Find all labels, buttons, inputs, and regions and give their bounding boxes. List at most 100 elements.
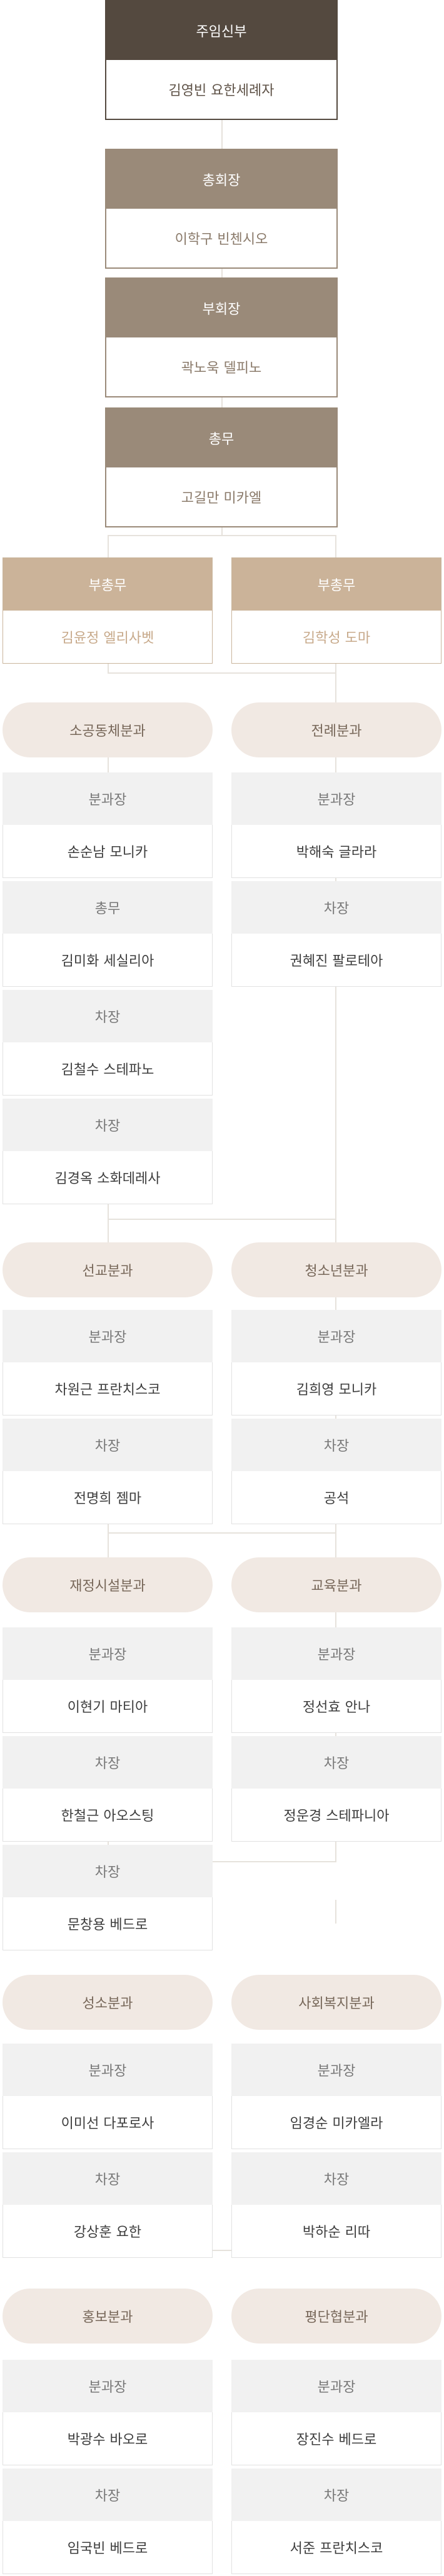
connector-line: [108, 662, 109, 672]
member-card: 분과장 임경순 미카엘라: [231, 2044, 441, 2149]
member-role: 차장: [3, 1736, 213, 1789]
member-card: 차장 한철근 아오스팅: [3, 1736, 213, 1842]
connector-line: [108, 2250, 336, 2251]
member-role: 총무: [3, 881, 213, 934]
member-card: 분과장 이현기 마티아: [3, 1627, 213, 1733]
connector-line: [108, 1195, 109, 1219]
connector-line: [221, 117, 223, 149]
member-card: 분과장 손순남 모니카: [3, 772, 213, 878]
member-card: 분과장 박해숙 글라라: [231, 772, 441, 878]
member-name: 전명희 젬마: [3, 1471, 213, 1524]
org-card-title: 총회장: [106, 150, 336, 209]
member-role: 차장: [3, 1099, 213, 1151]
org-card-title: 주임신부: [106, 1, 336, 60]
member-name: 공석: [231, 1471, 441, 1524]
org-card-title: 부회장: [106, 279, 336, 337]
member-name: 박하순 리따: [231, 2205, 441, 2258]
member-role: 차장: [231, 1419, 441, 1471]
org-card-name: 이학구 빈첸시오: [106, 209, 336, 267]
division-pill: 교육분과: [231, 1557, 441, 1612]
member-card: 차장 서준 프란치스코: [231, 2469, 441, 2574]
member-name: 이미선 다포로사: [3, 2096, 213, 2149]
connector-line: [108, 1532, 109, 1557]
org-card-vice-president: 부회장 곽노욱 델피노: [105, 277, 338, 397]
org-card-pastor: 주임신부 김영빈 요한세례자: [105, 0, 338, 120]
member-card: 분과장 장진수 베드로: [231, 2360, 441, 2465]
connector-line: [108, 1219, 109, 1242]
member-name: 박광수 바오로: [3, 2412, 213, 2465]
org-card-title: 부총무: [3, 558, 212, 611]
member-card: 차장 김철수 스테파노: [3, 990, 213, 1096]
member-card: 차장 전명희 젬마: [3, 1419, 213, 1524]
member-role: 차장: [231, 1736, 441, 1789]
member-role: 분과장: [3, 2360, 213, 2412]
member-name: 서준 프란치스코: [231, 2521, 441, 2574]
member-name: 정운경 스테파니아: [231, 1789, 441, 1842]
division-pill: 사회복지분과: [231, 1975, 441, 2030]
member-role: 분과장: [3, 1627, 213, 1680]
division-pill: 성소분과: [3, 1975, 213, 2030]
connector-line: [108, 672, 336, 674]
member-role: 차장: [3, 1419, 213, 1471]
connector-line: [108, 757, 109, 780]
member-role: 분과장: [3, 772, 213, 825]
org-card-vice-secretary: 부총무 김윤정 엘리사벳: [3, 557, 213, 664]
connector-line: [335, 757, 336, 1845]
member-card: 분과장 정선효 안나: [231, 1627, 441, 1733]
member-name: 정선효 안나: [231, 1680, 441, 1733]
member-role: 차장: [231, 2469, 441, 2521]
connector-line: [108, 1861, 336, 1862]
connector-line: [108, 535, 109, 557]
org-card-name: 김영빈 요한세례자: [106, 60, 336, 119]
org-card-secretary: 총무 고길만 미카엘: [105, 407, 338, 527]
connector-line: [335, 535, 336, 557]
member-name: 김희영 모니카: [231, 1362, 441, 1415]
org-card-title: 총무: [106, 409, 336, 467]
member-name: 한철근 아오스팅: [3, 1789, 213, 1842]
member-card: 차장 문창용 베드로: [3, 1845, 213, 1950]
member-card: 차장 김경옥 소화데레사: [3, 1099, 213, 1204]
member-card: 차장 강상훈 요한: [3, 2152, 213, 2258]
connector-line: [108, 1532, 336, 1534]
member-card: 총무 김미화 세실리아: [3, 881, 213, 987]
member-card: 차장 정운경 스테파니아: [231, 1736, 441, 1842]
member-name: 차원근 프란치스코: [3, 1362, 213, 1415]
member-name: 김경옥 소화데레사: [3, 1151, 213, 1204]
member-role: 차장: [3, 990, 213, 1042]
member-name: 김철수 스테파노: [3, 1042, 213, 1096]
member-card: 분과장 이미선 다포로사: [3, 2044, 213, 2149]
member-name: 임경순 미카엘라: [231, 2096, 441, 2149]
org-card-name: 김학성 도마: [232, 611, 441, 663]
member-role: 차장: [231, 881, 441, 934]
member-card: 분과장 박광수 바오로: [3, 2360, 213, 2465]
member-name: 문창용 베드로: [3, 1897, 213, 1950]
division-pill: 소공동체분과: [3, 702, 213, 757]
org-card-president: 총회장 이학구 빈첸시오: [105, 149, 338, 269]
connector-line: [335, 1845, 336, 1862]
member-name: 강상훈 요한: [3, 2205, 213, 2258]
member-name: 권혜진 팔로테아: [231, 934, 441, 987]
member-card: 차장 임국빈 베드로: [3, 2469, 213, 2574]
member-name: 임국빈 베드로: [3, 2521, 213, 2574]
member-name: 손순남 모니카: [3, 825, 213, 878]
member-card: 차장 박하순 리따: [231, 2152, 441, 2258]
member-card: 분과장 김희영 모니카: [231, 1310, 441, 1415]
org-card-name: 김윤정 엘리사벳: [3, 611, 212, 663]
member-role: 차장: [3, 1845, 213, 1897]
member-role: 차장: [3, 2469, 213, 2521]
member-role: 분과장: [231, 772, 441, 825]
org-card-name: 고길만 미카엘: [106, 467, 336, 526]
member-role: 차장: [3, 2152, 213, 2205]
division-pill: 선교분과: [3, 1242, 213, 1297]
connector-line: [108, 1219, 336, 1220]
division-pill: 재정시설분과: [3, 1557, 213, 1612]
member-role: 차장: [231, 2152, 441, 2205]
division-pill: 평단협분과: [231, 2289, 441, 2344]
division-pill: 홍보분과: [3, 2289, 213, 2344]
member-card: 차장 공석: [231, 1419, 441, 1524]
member-role: 분과장: [231, 1310, 441, 1362]
connector-line: [335, 662, 336, 702]
org-card-name: 곽노욱 델피노: [106, 337, 336, 396]
member-name: 이현기 마티아: [3, 1680, 213, 1733]
member-role: 분과장: [231, 2044, 441, 2096]
